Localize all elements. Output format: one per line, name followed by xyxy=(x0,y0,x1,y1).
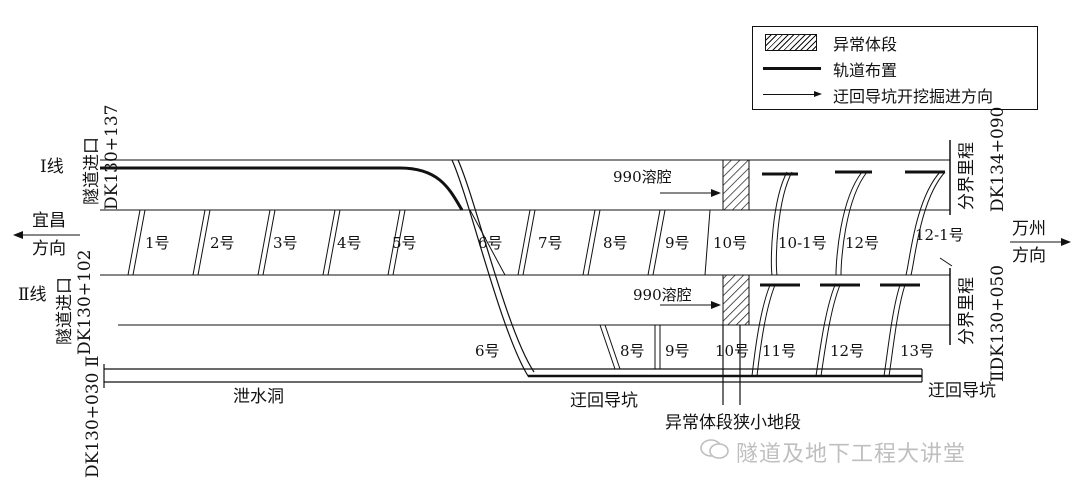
line2-portal: 隧道进口 xyxy=(55,277,75,345)
direction-arrows xyxy=(13,189,1071,309)
legend-row-abnormal: 异常体段 xyxy=(753,29,1037,55)
detour-right-label: 迂回导坑 xyxy=(928,381,996,401)
lower-label: 13号 xyxy=(900,342,934,360)
line1-tunnel xyxy=(100,140,951,215)
middle-label: 4号 xyxy=(337,234,362,252)
abnormal-zone-upper xyxy=(722,159,750,211)
lower-label: 8号 xyxy=(620,342,645,360)
middle-label: 12号 xyxy=(845,234,879,252)
middle-label: 9号 xyxy=(665,234,690,252)
lower-label: 12号 xyxy=(830,342,864,360)
lower-cross-passages xyxy=(599,284,906,377)
middle-label: 8号 xyxy=(603,234,628,252)
line2-boundary-km: ⅡDK130+050 xyxy=(988,265,1008,382)
middle-label: 7号 xyxy=(538,234,563,252)
line2-name: Ⅱ线 xyxy=(18,285,47,305)
lower-label: 6号 xyxy=(475,342,500,360)
line1-portal-km: DK130+137 xyxy=(102,105,122,210)
west-place: 宜昌 xyxy=(32,211,66,231)
legend-row-direction: 迂回导坑开挖掘进方向 xyxy=(753,81,1037,107)
karst-mid-label: 990溶腔 xyxy=(633,286,692,304)
middle-cross-passages xyxy=(127,171,953,276)
line1-track xyxy=(100,166,464,211)
dashed-track-segments xyxy=(760,170,945,287)
legend-track-label: 轨道布置 xyxy=(833,61,898,80)
middle-label: 10-1号 xyxy=(778,234,827,252)
wechat-icon xyxy=(700,439,729,459)
narrow-section-marker xyxy=(722,325,741,405)
middle-label: 6号 xyxy=(478,234,503,252)
drain-tunnel-label: 泄水洞 xyxy=(233,387,284,407)
abnormal-zone-lower xyxy=(722,274,750,326)
detour-bottom-label: 迂回导坑 xyxy=(570,391,638,411)
watermark: 隧道及地下工程大讲堂 xyxy=(736,442,967,467)
legend: 异常体段 轨道布置 迂回导坑开挖掘进方向 xyxy=(752,26,1038,110)
east-place: 万州 xyxy=(1012,219,1046,239)
legend-direction-label: 迂回导坑开挖掘进方向 xyxy=(833,87,994,106)
drain-km: DK130+030 Ⅱ xyxy=(83,356,103,478)
middle-label: 12-1号 xyxy=(915,226,964,244)
track-swatch xyxy=(763,67,821,70)
hatch-swatch xyxy=(765,34,817,51)
middle-label: 3号 xyxy=(273,234,298,252)
west-dir: 方向 xyxy=(32,239,66,259)
line1-boundary: 分界里程 xyxy=(957,142,977,210)
line1-portal: 隧道进口 xyxy=(82,137,102,205)
arrow-swatch xyxy=(763,91,822,97)
middle-label: 5号 xyxy=(392,234,417,252)
lower-label: 11号 xyxy=(762,342,796,360)
line1-boundary-km: DK134+090 xyxy=(988,107,1008,212)
lower-passage-labels: 6号 8号 9号 10号 11号 12号 13号 xyxy=(475,342,934,360)
detour-tunnel xyxy=(451,159,922,378)
legend-abnormal-label: 异常体段 xyxy=(833,35,898,54)
middle-passage-labels: 1号 2号 3号 4号 5号 6号 7号 8号 9号 10号 10-1号 12号… xyxy=(145,226,964,252)
lower-label: 9号 xyxy=(665,342,690,360)
karst-top-label: 990溶腔 xyxy=(613,168,672,186)
east-dir: 方向 xyxy=(1012,246,1046,266)
line1-name: Ⅰ线 xyxy=(40,157,64,177)
narrow-section-label: 异常体段狭小地段 xyxy=(665,413,801,433)
middle-label: 1号 xyxy=(145,234,170,252)
legend-row-track: 轨道布置 xyxy=(753,55,1037,81)
line2-tunnel xyxy=(100,268,951,345)
middle-label: 10号 xyxy=(713,234,747,252)
middle-label: 2号 xyxy=(210,234,235,252)
lower-label: 10号 xyxy=(715,342,749,360)
line2-portal-km: DK130+102 xyxy=(75,250,95,355)
line2-boundary: 分界里程 xyxy=(957,277,977,345)
